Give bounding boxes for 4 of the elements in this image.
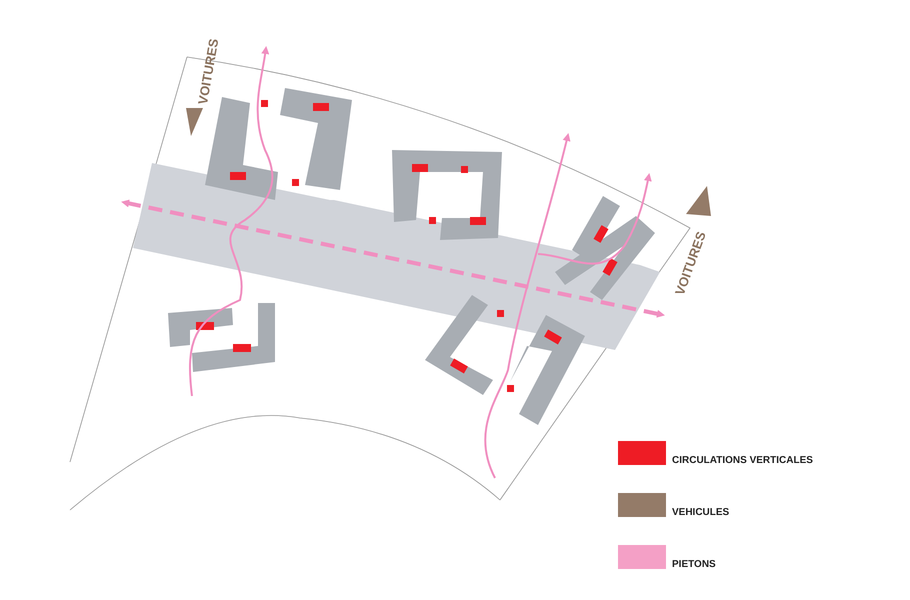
legend-label: VEHICULES xyxy=(672,507,730,518)
legend-label: CIRCULATIONS VERTICALES xyxy=(672,455,813,466)
road-label: VOITURES xyxy=(195,38,222,106)
legend-label: PIETONS xyxy=(672,559,716,570)
